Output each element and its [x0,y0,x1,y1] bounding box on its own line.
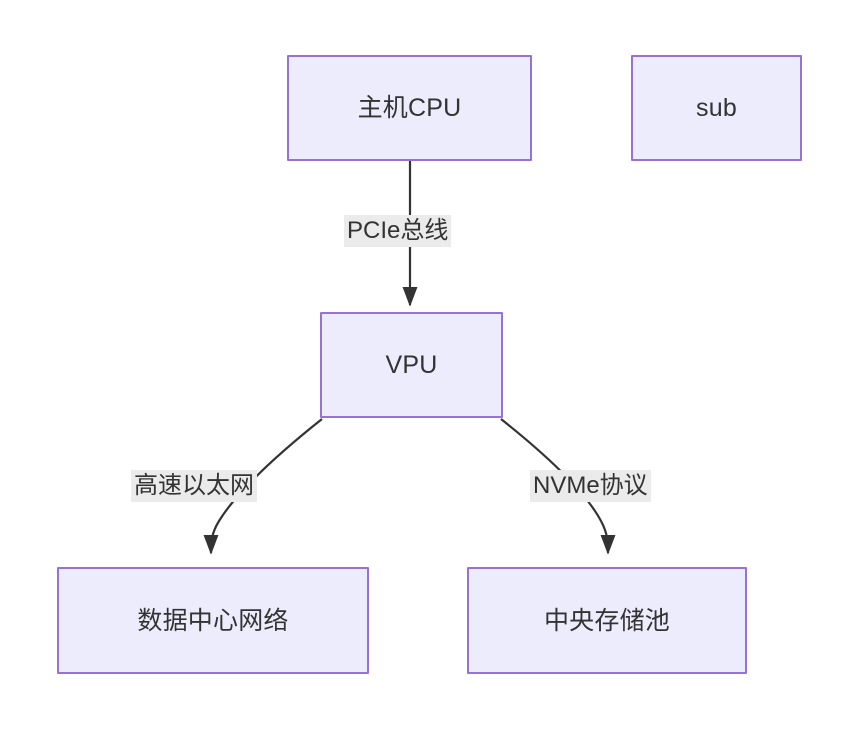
edge-label-high-speed-ethernet: 高速以太网 [131,470,257,502]
node-label-vpu: VPU [385,351,438,379]
node-datacenter-network[interactable]: 数据中心网络 [57,567,369,674]
node-label-sub: sub [696,94,737,122]
edge-path-vpu-to-datacenter-network [203,418,323,555]
node-vpu[interactable]: VPU [320,312,503,418]
edge-path-vpu-to-central-storage-pool [500,418,616,555]
node-sub[interactable]: sub [631,55,802,161]
edge-label-nvme-protocol: NVMe协议 [530,470,651,502]
node-label-central-storage-pool: 中央存储池 [543,606,670,635]
node-label-datacenter-network: 数据中心网络 [137,606,289,635]
node-label-host-cpu: 主机CPU [357,94,462,122]
node-central-storage-pool[interactable]: 中央存储池 [467,567,747,674]
node-host-cpu[interactable]: 主机CPU [287,55,532,161]
edge-label-pcie-bus: PCIe总线 [344,215,452,247]
